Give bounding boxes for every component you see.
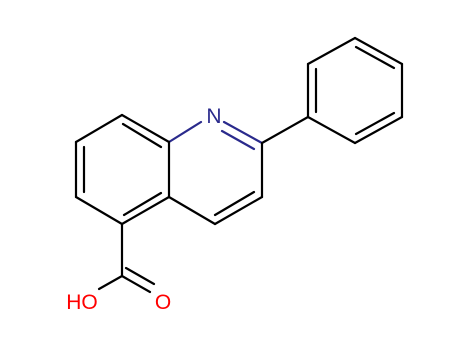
- bond: [213, 190, 256, 217]
- bond: [74, 195, 124, 226]
- bond: [220, 129, 256, 151]
- bond: [122, 191, 163, 217]
- bond: [306, 36, 357, 66]
- pyridine-ring: [167, 120, 264, 226]
- bond: [354, 45, 396, 70]
- bond: [222, 120, 264, 145]
- bond: [353, 115, 404, 145]
- bond: [167, 195, 217, 226]
- hydroxyl-label: HO: [66, 291, 98, 314]
- bond: [97, 274, 124, 291]
- bond: [74, 113, 124, 144]
- bond: [354, 111, 396, 136]
- bond-phenyl-to-quinoline: [260, 115, 310, 145]
- bond: [167, 120, 203, 144]
- carboxylic-acid-group: [97, 222, 156, 294]
- bond: [121, 122, 163, 149]
- bond: [353, 36, 404, 66]
- bond: [120, 195, 171, 226]
- phenyl-ring: [306, 36, 404, 145]
- benzo-ring: [74, 113, 171, 226]
- bond: [124, 266, 156, 286]
- bond: [120, 113, 171, 144]
- bond: [306, 115, 357, 145]
- bond: [120, 274, 152, 294]
- carbonyl-oxygen-label: O: [155, 291, 171, 314]
- nitrogen-label: N: [206, 105, 221, 128]
- bond: [213, 195, 264, 226]
